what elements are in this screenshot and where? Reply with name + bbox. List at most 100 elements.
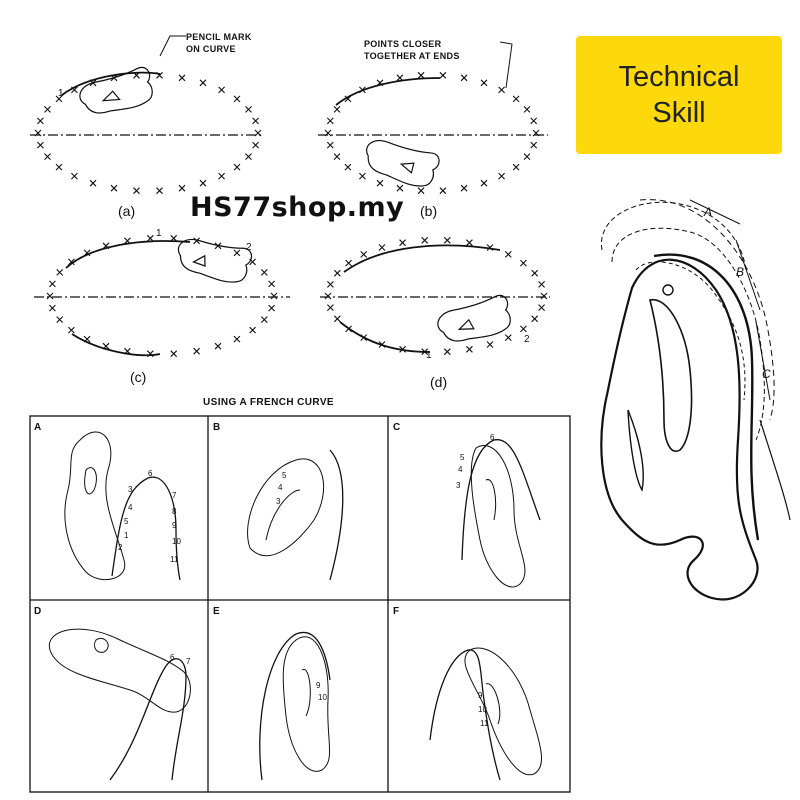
panel-point-number: 6: [148, 469, 153, 478]
pencil-curve-b: [335, 77, 441, 106]
panel-c-letter: C: [393, 422, 400, 433]
x-mark: [326, 280, 334, 288]
leader-b: [499, 41, 513, 89]
large-label-b: B: [736, 265, 744, 279]
x-mark: [530, 141, 538, 149]
x-mark: [531, 315, 539, 323]
panel-grid: [29, 415, 571, 793]
panel-c-french-curve: [470, 445, 526, 588]
panel-d: [48, 628, 191, 781]
panel-point-number: 10: [318, 693, 327, 702]
panel-d-french-curve: [48, 628, 191, 713]
x-mark: [540, 292, 548, 300]
panel-e-letter: E: [213, 606, 220, 617]
sub-label-b: (b): [420, 203, 437, 219]
x-mark: [233, 335, 241, 343]
x-mark: [376, 179, 384, 187]
panel-e-curve-slot: [301, 668, 311, 717]
panel-a-letter: A: [34, 422, 41, 433]
x-mark: [56, 268, 64, 276]
point-label-d1: 1: [426, 350, 432, 361]
panel-f-curve-slot: [485, 683, 501, 725]
x-mark: [326, 117, 334, 125]
sub-label-a: (a): [118, 203, 135, 219]
panel-point-number: 3: [276, 497, 281, 506]
x-mark: [36, 117, 44, 125]
section-title: USING A FRENCH CURVE: [203, 397, 334, 408]
panel-point-number: 7: [186, 657, 191, 666]
x-mark: [538, 280, 546, 288]
x-mark: [519, 325, 527, 333]
x-mark: [358, 172, 366, 180]
panel-point-number: 3: [128, 485, 133, 494]
panel-f-french-curve: [464, 647, 542, 776]
x-mark: [519, 259, 527, 267]
panel-b-curve-slot: [265, 489, 301, 541]
leader-a: [159, 35, 186, 57]
x-mark: [260, 316, 268, 324]
annotation-a-line1: PENCIL MARK: [186, 32, 252, 42]
large-french-curve: [600, 199, 791, 601]
x-mark: [218, 86, 226, 94]
x-mark: [270, 292, 278, 300]
panel-a-french-curve: [64, 431, 126, 581]
badge-line-2: Skill: [652, 97, 706, 129]
annotation-b-line1: POINTS CLOSER: [364, 39, 442, 49]
panel-d-curve-hole: [93, 638, 109, 653]
panel-b: [247, 449, 344, 581]
x-mark: [460, 74, 468, 82]
large-curve-hole: [662, 284, 674, 296]
x-mark: [498, 172, 506, 180]
pencil-curve-a: [61, 71, 161, 96]
x-mark: [523, 153, 531, 161]
panel-point-number: 6: [170, 653, 175, 662]
panel-f: [429, 647, 542, 781]
x-mark: [498, 86, 506, 94]
watermark-text: HS77shop.my: [190, 192, 405, 223]
x-mark: [268, 280, 276, 288]
x-mark: [486, 340, 494, 349]
x-mark: [417, 71, 425, 79]
x-mark: [531, 269, 539, 277]
point-label-a1: 1: [58, 88, 64, 99]
pencil-curve-c1: [65, 240, 191, 269]
x-mark: [465, 345, 473, 353]
x-mark: [46, 292, 54, 300]
panel-point-number: 9: [316, 681, 321, 690]
x-mark: [218, 172, 226, 180]
large-drawn-curve-tail: [759, 419, 791, 521]
large-drawn-curve: [653, 253, 760, 541]
pencil-curve-c2: [71, 333, 161, 357]
point-label-d2: 2: [524, 334, 530, 345]
panel-b-french-curve: [247, 458, 325, 556]
french-curve-c: [173, 236, 254, 286]
point-label-c2: 2: [246, 242, 252, 253]
large-dashed-outline-2: [611, 227, 765, 441]
x-mark: [417, 187, 425, 195]
large-segment-ticks: [689, 199, 771, 401]
x-mark: [178, 184, 186, 192]
x-mark: [344, 163, 352, 171]
x-mark: [345, 259, 353, 267]
panel-e-drawn-curve: [259, 631, 331, 781]
panel-point-number: 8: [172, 507, 177, 516]
panel-a-drawn-curve: [111, 476, 181, 581]
point-label-c1: 1: [156, 228, 162, 239]
panel-point-number: 9: [172, 521, 177, 530]
x-mark: [178, 74, 186, 82]
x-mark: [48, 304, 56, 312]
panel-c-curve-slot: [485, 479, 497, 521]
x-mark: [421, 236, 429, 244]
x-mark: [89, 179, 97, 187]
x-mark: [67, 326, 75, 334]
x-mark: [439, 71, 447, 79]
x-mark: [439, 187, 447, 195]
x-mark: [36, 141, 44, 149]
x-mark: [460, 184, 468, 192]
panel-point-number: 7: [172, 491, 177, 500]
x-mark: [333, 315, 341, 323]
x-mark: [443, 348, 451, 356]
technical-skill-badge: Technical Skill: [576, 36, 782, 154]
panel-f-letter: F: [393, 606, 399, 617]
